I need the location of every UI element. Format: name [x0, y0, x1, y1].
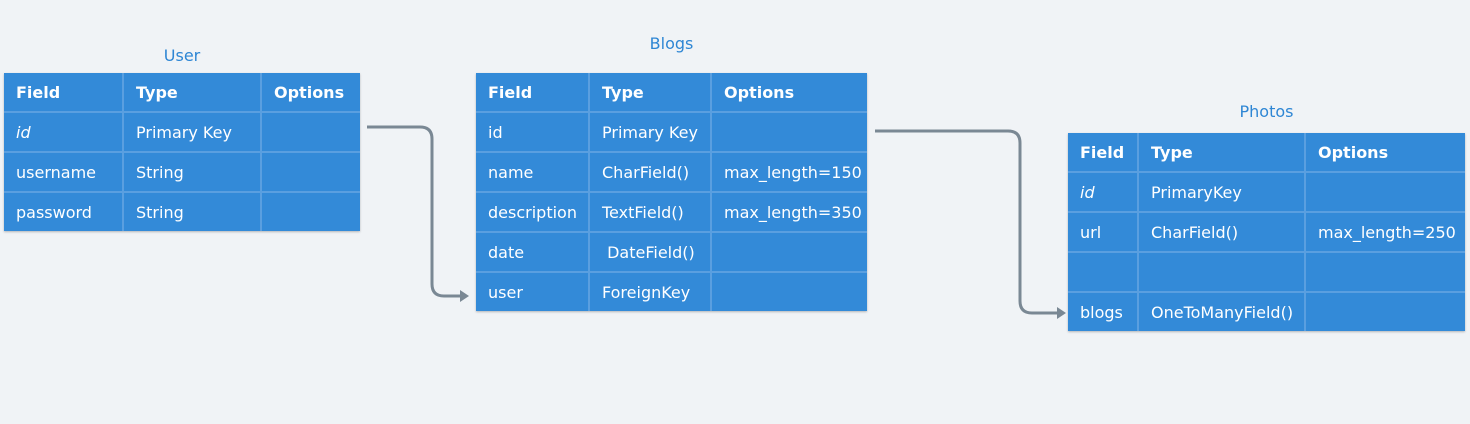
field-cell: id	[476, 112, 590, 153]
options-cell	[1305, 292, 1465, 331]
table-row: name CharField() max_length=150	[476, 152, 867, 193]
blogs-header-row: Field Type Options	[476, 73, 867, 113]
column-header-options: Options	[261, 73, 360, 113]
blogs-table-title: Blogs	[649, 34, 694, 53]
type-cell: Primary Key	[589, 112, 712, 153]
column-header-options: Options	[711, 73, 867, 113]
table-row: date DateField()	[476, 232, 867, 273]
table-row: description TextField() max_length=350	[476, 192, 867, 233]
options-cell	[1305, 172, 1465, 213]
options-cell: max_length=250	[1305, 212, 1465, 253]
photos-table: Field Type Options id PrimaryKey url Cha…	[1068, 133, 1465, 331]
blogs-to-photos-connector	[875, 129, 1058, 315]
user-table: Field Type Options id Primary Key userna…	[4, 73, 360, 231]
table-row: password String	[4, 192, 360, 231]
options-cell	[711, 112, 867, 153]
field-cell: id	[1068, 172, 1139, 213]
table-row: user ForeignKey	[476, 272, 867, 311]
column-header-type: Type	[1138, 133, 1306, 173]
type-cell: DateField()	[589, 232, 712, 273]
table-row: id Primary Key	[476, 112, 867, 153]
field-cell: user	[476, 272, 590, 311]
column-header-field: Field	[476, 73, 590, 113]
type-cell: String	[123, 152, 262, 193]
blogs-to-photos-arrowhead	[1057, 307, 1066, 319]
field-cell: date	[476, 232, 590, 273]
field-cell: blogs	[1068, 292, 1139, 331]
options-cell	[711, 232, 867, 273]
column-header-type: Type	[589, 73, 712, 113]
type-cell: PrimaryKey	[1138, 172, 1306, 213]
options-cell: max_length=350	[711, 192, 867, 233]
options-cell: max_length=150	[711, 152, 867, 193]
type-cell: CharField()	[1138, 212, 1306, 253]
options-cell	[261, 192, 360, 231]
field-cell: password	[4, 192, 124, 231]
field-cell: description	[476, 192, 590, 233]
table-row: username String	[4, 152, 360, 193]
user-to-blogs-arrowhead	[460, 290, 469, 302]
table-row	[1068, 252, 1465, 293]
options-cell	[261, 152, 360, 193]
field-cell: username	[4, 152, 124, 193]
type-cell: TextField()	[589, 192, 712, 233]
user-table-title: User	[163, 46, 201, 65]
options-cell	[711, 272, 867, 311]
field-cell: id	[4, 112, 124, 153]
type-cell: CharField()	[589, 152, 712, 193]
blogs-table: Field Type Options id Primary Key name C…	[476, 73, 867, 311]
field-cell: url	[1068, 212, 1139, 253]
photos-table-title: Photos	[1239, 102, 1294, 121]
user-header-row: Field Type Options	[4, 73, 360, 113]
field-cell	[1068, 252, 1139, 293]
type-cell	[1138, 252, 1306, 293]
table-row: url CharField() max_length=250	[1068, 212, 1465, 253]
table-row: blogs OneToManyField()	[1068, 292, 1465, 331]
table-row: id PrimaryKey	[1068, 172, 1465, 213]
photos-header-row: Field Type Options	[1068, 133, 1465, 173]
type-cell: String	[123, 192, 262, 231]
options-cell	[1305, 252, 1465, 293]
type-cell: ForeignKey	[589, 272, 712, 311]
options-cell	[261, 112, 360, 153]
column-header-options: Options	[1305, 133, 1465, 173]
table-row: id Primary Key	[4, 112, 360, 153]
type-cell: OneToManyField()	[1138, 292, 1306, 331]
field-cell: name	[476, 152, 590, 193]
column-header-type: Type	[123, 73, 262, 113]
column-header-field: Field	[4, 73, 124, 113]
column-header-field: Field	[1068, 133, 1139, 173]
type-cell: Primary Key	[123, 112, 262, 153]
user-to-blogs-connector	[367, 125, 460, 298]
